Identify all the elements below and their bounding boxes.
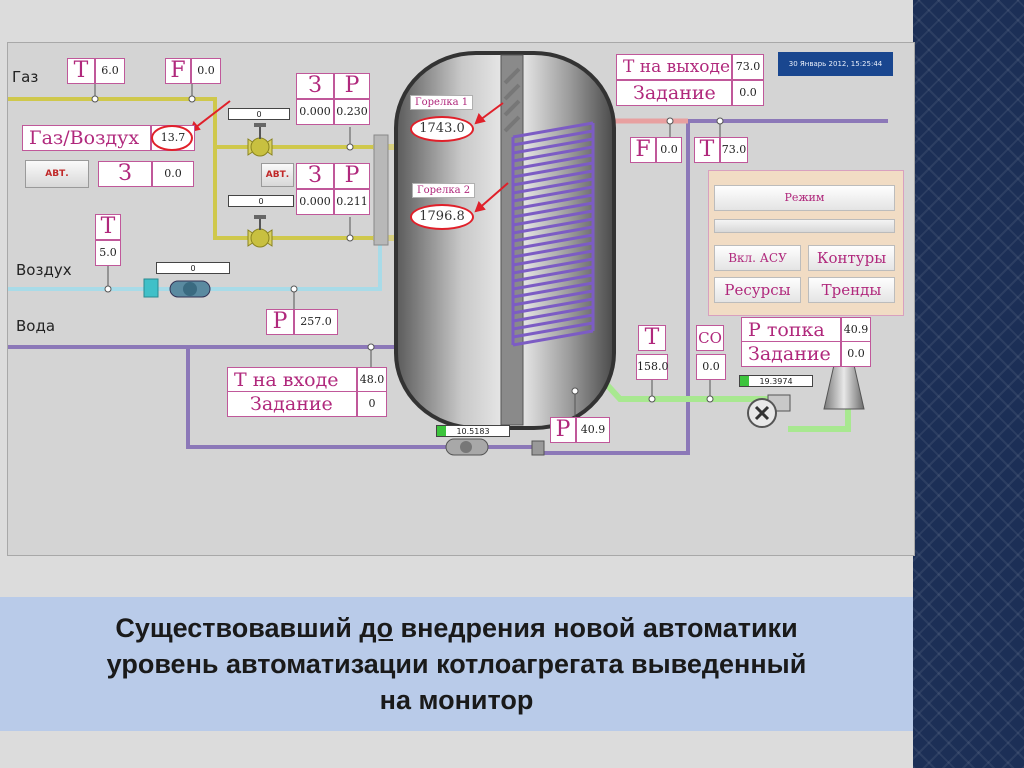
side-decoration <box>913 0 1024 768</box>
outlet-t2-value: 73.0 <box>720 137 748 163</box>
valve2-position-bar: 0 <box>228 195 294 207</box>
caption-line1: Существовавший до внедрения новой автома… <box>115 610 797 646</box>
caption-part2: внедрения новой автоматики <box>392 613 798 643</box>
datetime-display: 30 Январь 2012, 15:25:44 <box>778 52 893 76</box>
burner-manifold <box>373 134 389 246</box>
gas-t-label: T <box>67 58 95 84</box>
pump-bar: 10.5183 <box>436 425 510 437</box>
water-pump[interactable] <box>445 438 489 456</box>
valve2-auto-button[interactable]: АВТ. <box>261 163 294 187</box>
valve2-z-label: З <box>296 163 334 189</box>
fan-bar: 19.3974 <box>739 375 813 387</box>
control-panel: Режим Вкл. АСУ Контуры Ресурсы Тренды <box>708 170 904 316</box>
air-damper[interactable] <box>143 278 211 298</box>
sensor-stems <box>94 84 721 417</box>
valve1-position-value: 0 <box>256 110 262 119</box>
fan-bar-value: 19.3974 <box>759 377 793 386</box>
caption-part1: Существовавший <box>115 613 360 643</box>
mode-display: Режим <box>714 185 895 211</box>
chimney <box>823 364 865 410</box>
outlet-setpoint-value: 0.0 <box>732 80 764 106</box>
pump-p-value: 40.9 <box>576 417 610 443</box>
gas-t-value: 6.0 <box>95 58 125 84</box>
water-inlet-setpoint-value: 0 <box>357 391 387 417</box>
annotation-arrows <box>189 100 509 213</box>
process-diagram <box>8 51 888 456</box>
valve2-position-value: 0 <box>258 197 264 206</box>
valve1-z-label: З <box>296 73 334 99</box>
outlet-f-value: 0.0 <box>656 137 682 163</box>
burner2-label: Горелка 2 <box>412 183 476 198</box>
heat-exchanger-coil <box>511 121 595 347</box>
gas-f-label: F <box>165 58 191 84</box>
furnace-setpoint-value: 0.0 <box>841 341 871 367</box>
contours-button[interactable]: Контуры <box>808 245 895 271</box>
gas-air-ratio-label: Газ/Воздух <box>22 125 151 151</box>
slide-caption: Существовавший до внедрения новой автома… <box>0 597 913 731</box>
air-p-value: 257.0 <box>294 309 338 335</box>
valve2-p-value: 0.211 <box>334 189 370 215</box>
outlet-t-label: T на выходе <box>616 54 732 80</box>
co-label: CO <box>696 325 724 351</box>
gas-air-ratio-alarm-circle <box>151 125 193 151</box>
air-damper-bar: 0 <box>156 262 230 274</box>
check-valve <box>531 440 545 456</box>
valve2-z-value: 0.000 <box>296 189 334 215</box>
valve1-p-value: 0.230 <box>334 99 370 125</box>
air-t-label: T <box>95 214 121 240</box>
scada-screen: Газ Воздух Вода 30 Январь 2012, 15:25:44… <box>7 42 915 556</box>
co-value: 0.0 <box>696 354 726 380</box>
resources-button[interactable]: Ресурсы <box>714 277 801 303</box>
pump-bar-value: 10.5183 <box>456 427 490 436</box>
furnace-setpoint-label: Задание <box>741 341 841 367</box>
burner1-label: Горелка 1 <box>410 95 474 110</box>
outlet-setpoint-label: Задание <box>616 80 732 106</box>
valve1-position-bar: 0 <box>228 108 290 120</box>
asu-enable-button[interactable]: Вкл. АСУ <box>714 245 801 271</box>
gas-f-value: 0.0 <box>191 58 221 84</box>
exhaust-fan[interactable] <box>747 394 791 428</box>
gas-air-z-value: 0.0 <box>152 161 194 187</box>
outlet-f-label: F <box>630 137 656 163</box>
trends-button[interactable]: Тренды <box>808 277 895 303</box>
valve2-p-label: P <box>334 163 370 189</box>
gas-line-label: Газ <box>12 68 39 86</box>
gas-air-z-label: З <box>98 161 152 187</box>
burner2-temperature: 1796.8 <box>410 204 474 230</box>
outlet-t2-label: T <box>694 137 720 163</box>
pump-bar-fill <box>437 426 446 436</box>
fan-bar-fill <box>740 376 749 386</box>
caption-line3: на монитор <box>379 685 534 715</box>
furnace-p-label: P топка <box>741 317 841 343</box>
air-line-label: Воздух <box>16 261 72 279</box>
gas-valve-2[interactable] <box>247 215 273 248</box>
air-t-value: 5.0 <box>95 240 121 266</box>
valve1-p-label: P <box>334 73 370 99</box>
gas-valve-1[interactable] <box>247 123 273 157</box>
water-inlet-t-value: 48.0 <box>357 367 387 393</box>
outlet-t-value: 73.0 <box>732 54 764 80</box>
air-p-label: P <box>266 309 294 335</box>
mode-status-bar <box>714 219 895 233</box>
furnace-p-value: 40.9 <box>841 317 871 343</box>
water-line-label: Вода <box>16 317 56 335</box>
air-damper-value: 0 <box>190 264 196 273</box>
gas-air-auto-button[interactable]: АВТ. <box>25 160 89 188</box>
caption-underlined: до <box>359 613 393 643</box>
burner1-temperature: 1743.0 <box>410 116 474 142</box>
pump-p-label: P <box>550 417 576 443</box>
caption-line2: уровень автоматизации котлоагрегата выве… <box>106 649 807 679</box>
water-inlet-setpoint-label: Задание <box>227 391 357 417</box>
sensor-taps <box>91 95 724 403</box>
water-inlet-t-label: T на входе <box>227 367 357 393</box>
flue-t-value: 158.0 <box>636 354 669 380</box>
flue-t-label: T <box>638 325 666 351</box>
valve1-z-value: 0.000 <box>296 99 334 125</box>
air-pipe <box>8 241 382 291</box>
